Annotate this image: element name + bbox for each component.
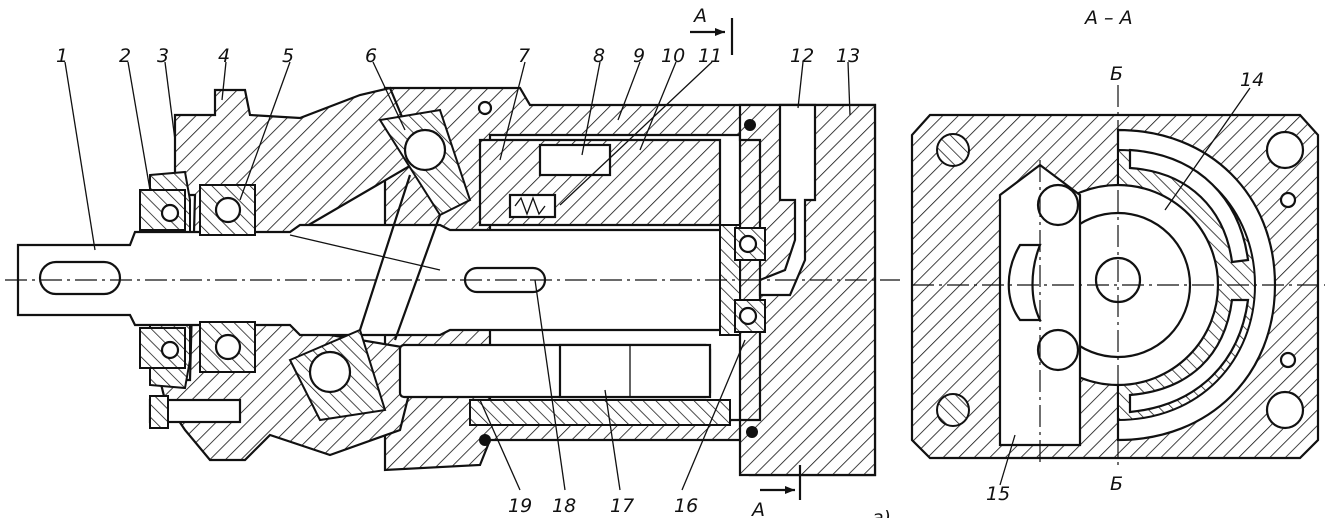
part-label: 15 (986, 483, 1010, 505)
longitudinal-section (5, 18, 900, 500)
section-mark-top: Б (1110, 63, 1123, 85)
section-mark-bottom: Б (1110, 473, 1123, 495)
part-label: 2 (119, 45, 131, 67)
part-label: 8 (593, 45, 605, 67)
section-title: A – A (1083, 7, 1133, 29)
part-label: 7 (518, 45, 530, 67)
part-label: 19 (508, 495, 532, 517)
part-label: 16 (674, 495, 698, 517)
fragment-label: а) (872, 507, 891, 518)
part-labels: 1 2 3 4 5 6 7 8 9 10 11 12 13 14 15 16 1… (56, 45, 1264, 517)
part-label: 12 (790, 45, 814, 67)
ball-joint-lower (308, 350, 352, 394)
seal-rings (139, 189, 186, 369)
section-annotations: A – A A A Б Б а) (692, 5, 1133, 518)
cut-mark-bottom: A (750, 499, 765, 518)
part-label: 3 (157, 45, 169, 67)
cut-mark-top: A (692, 5, 707, 27)
shaft-key (38, 260, 122, 296)
ball-joint-upper (403, 128, 447, 172)
part-label: 17 (610, 495, 634, 517)
part-label: 1 (56, 45, 68, 67)
outlet-channel (758, 103, 817, 297)
part-label: 13 (836, 45, 860, 67)
part-label: 6 (365, 45, 377, 67)
part-label: 9 (633, 45, 645, 67)
part-label: 5 (282, 45, 294, 67)
cross-section-a-a (910, 85, 1325, 486)
bearing-front (199, 184, 256, 373)
part-label: 14 (1240, 69, 1264, 91)
part-label: 11 (698, 45, 722, 67)
leader-lines (64, 61, 851, 491)
part-label: 4 (218, 45, 230, 67)
mounting-hole (1265, 130, 1305, 170)
end-cover (738, 103, 877, 477)
part-label: 18 (552, 495, 576, 517)
part-label: 10 (661, 45, 685, 67)
